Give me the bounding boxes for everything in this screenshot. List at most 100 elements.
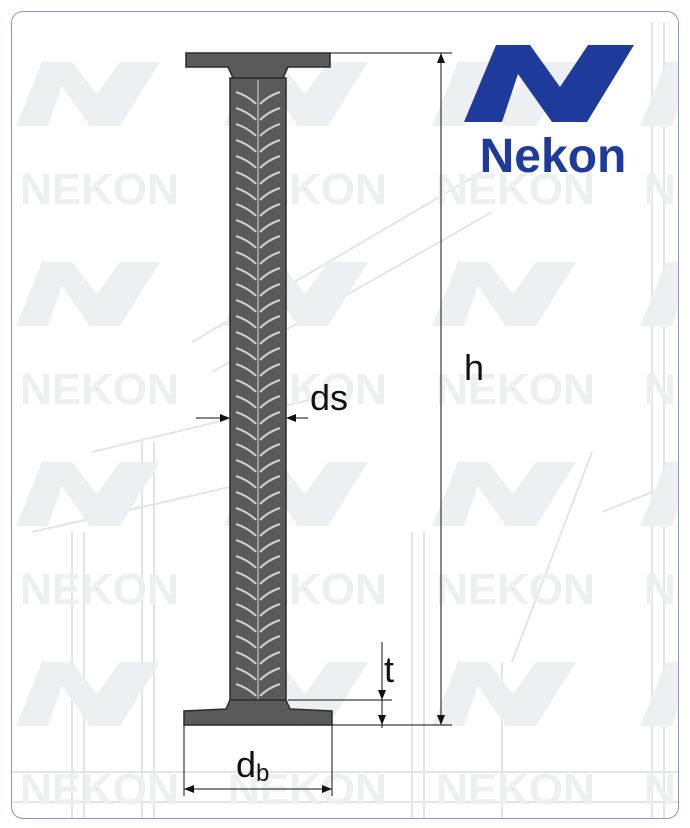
nekon-logo-mark (464, 45, 634, 122)
head-thickness-label: t (384, 649, 394, 690)
rebar-rib-right (259, 459, 281, 473)
rebar-rib-right (259, 683, 281, 697)
rebar-rib-left (235, 363, 257, 377)
rebar-rib-left (235, 283, 257, 297)
rebar-rib-left (235, 267, 257, 281)
rebar-rib-right (259, 235, 281, 249)
rebar-rib-right (259, 347, 281, 361)
watermark-word: NEKON (436, 765, 595, 814)
rebar-rib-left (235, 299, 257, 313)
rebar-rib-left (235, 203, 257, 217)
rebar-ribs (235, 91, 281, 697)
rebar-rib-left (235, 459, 257, 473)
rebar-rib-left (235, 315, 257, 329)
rebar-rib-left (235, 683, 257, 697)
rebar-rib-right (259, 187, 281, 201)
rebar-rib-right (259, 523, 281, 537)
watermark-word: NEKON (644, 165, 679, 214)
rebar-rib-left (235, 411, 257, 425)
head-diameter-symbol: d (236, 744, 256, 785)
stud-top-head (185, 52, 331, 81)
watermark-mark (16, 462, 160, 526)
rebar-rib-left (235, 427, 257, 441)
dimension-db (183, 725, 333, 796)
watermark-mark (16, 62, 160, 126)
rebar-rib-right (259, 475, 281, 489)
rebar-rib-right (259, 363, 281, 377)
rebar-rib-left (235, 443, 257, 457)
rebar-rib-left (235, 491, 257, 505)
dimension-t (288, 642, 392, 728)
rebar-rib-left (235, 571, 257, 585)
rebar-rib-right (259, 219, 281, 233)
rebar-rib-left (235, 187, 257, 201)
rebar-rib-right (259, 539, 281, 553)
dimension-h (330, 52, 452, 726)
rebar-rib-left (235, 155, 257, 169)
rebar-rib-left (235, 123, 257, 137)
rebar-rib-right (259, 443, 281, 457)
watermark-word: NEKON (20, 165, 179, 214)
rebar-rib-right (259, 491, 281, 505)
watermark-mark (432, 262, 576, 326)
rebar-rib-right (259, 203, 281, 217)
head-diameter-label: db (236, 744, 269, 787)
rebar-rib-left (235, 475, 257, 489)
rebar-rib-right (259, 107, 281, 121)
rebar-rib-left (235, 251, 257, 265)
rebar-rib-left (235, 91, 257, 105)
watermark-mark (432, 462, 576, 526)
rebar-rib-right (259, 331, 281, 345)
nekon-logo-wordmark: Nekon (480, 130, 627, 183)
rebar-rib-right (259, 427, 281, 441)
rebar-rib-right (259, 171, 281, 185)
watermark-word: NEKON (436, 165, 595, 214)
watermark-word: NEKON (436, 565, 595, 614)
rebar-rib-right (259, 299, 281, 313)
rebar-rib-right (259, 507, 281, 521)
rebar-rib-left (235, 395, 257, 409)
rebar-rib-right (259, 587, 281, 601)
rebar-rib-right (259, 123, 281, 137)
rebar-rib-left (235, 603, 257, 617)
rebar-rib-right (259, 667, 281, 681)
rebar-rib-left (235, 171, 257, 185)
rebar-rib-right (259, 603, 281, 617)
watermark-word: NEKON (644, 565, 679, 614)
rebar-rib-left (235, 651, 257, 665)
diagram-frame: NEKON NEKON NEKON NEKON NEKON NEKON NEKON NEKON… (11, 11, 679, 819)
shank-diameter-label: ds (310, 377, 348, 418)
watermark-word: NEKON (20, 565, 179, 614)
rebar-rib-left (235, 555, 257, 569)
rebar-rib-right (259, 315, 281, 329)
rebar-rib-left (235, 587, 257, 601)
rebar-rib-right (259, 155, 281, 169)
rebar-rib-right (259, 251, 281, 265)
rebar-rib-left (235, 523, 257, 537)
height-label: h (464, 347, 484, 388)
rebar-rib-right (259, 619, 281, 633)
watermark-word: NEKON (20, 765, 179, 814)
watermark-word: NEKON (20, 365, 179, 414)
watermark-mark (16, 262, 160, 326)
nekon-logo: Nekon (464, 45, 634, 183)
rebar-rib-right (259, 395, 281, 409)
watermark-mark (432, 662, 576, 726)
watermark-mark (640, 462, 678, 526)
rebar-rib-left (235, 235, 257, 249)
rebar-rib-left (235, 347, 257, 361)
rebar-rib-right (259, 91, 281, 105)
rebar-rib-left (235, 331, 257, 345)
rebar-rib-left (235, 539, 257, 553)
rebar-rib-right (259, 267, 281, 281)
rebar-rib-left (235, 139, 257, 153)
rebar-rib-left (235, 667, 257, 681)
rebar-rib-right (259, 283, 281, 297)
rebar-rib-right (259, 651, 281, 665)
rebar-rib-left (235, 107, 257, 121)
watermark-mark (16, 662, 160, 726)
dimension-ds (196, 414, 308, 422)
watermark-word: NEKON (644, 765, 679, 814)
rebar-rib-right (259, 571, 281, 585)
rebar-rib-right (259, 635, 281, 649)
